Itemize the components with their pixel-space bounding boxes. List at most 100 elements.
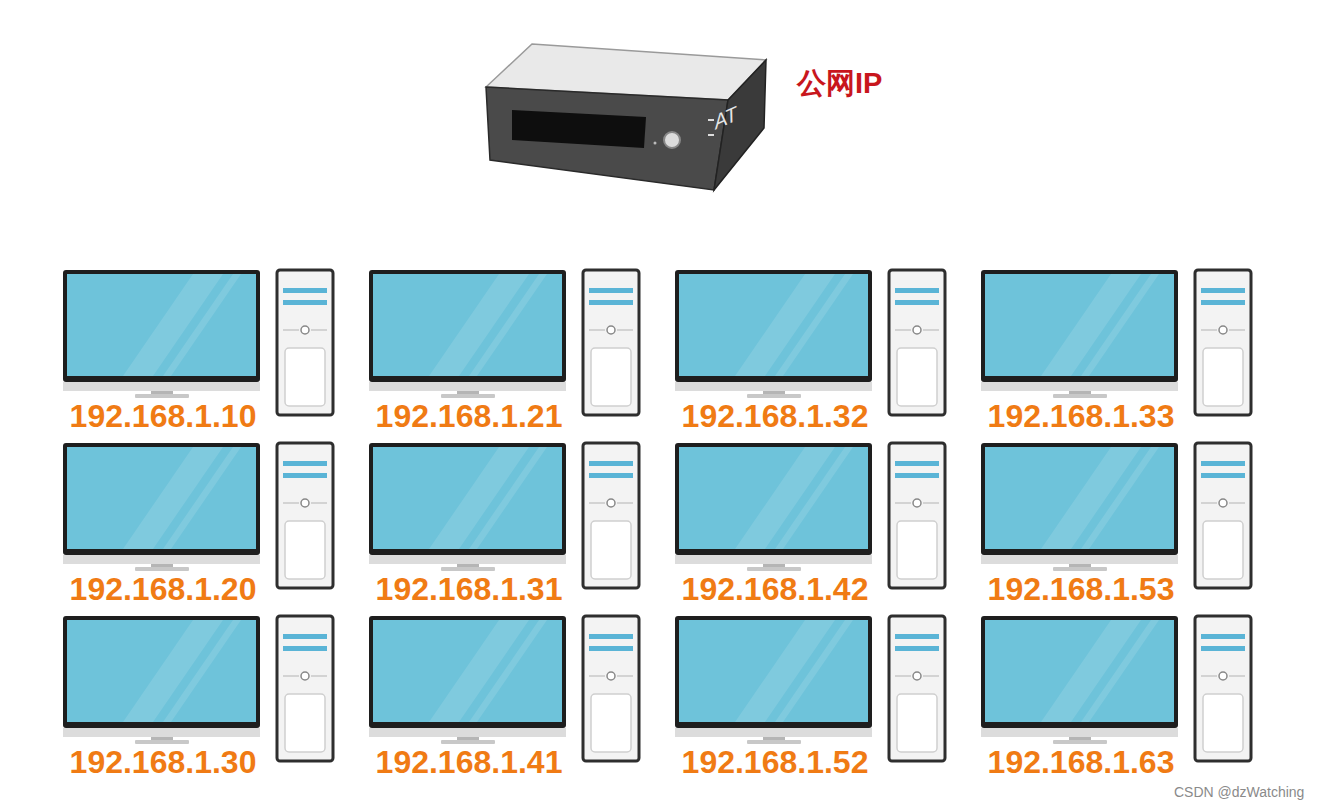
tower-line <box>617 329 633 331</box>
tower-button <box>301 672 309 680</box>
ip-address: 192.168.1.33 <box>941 400 1221 432</box>
tower-case <box>583 270 639 415</box>
tower-button <box>301 499 309 507</box>
computer <box>981 270 1251 415</box>
tower-line <box>895 502 911 504</box>
tower-line <box>895 675 911 677</box>
monitor-screen <box>67 620 256 722</box>
monitor-frame <box>63 616 260 728</box>
tower-button <box>1219 499 1227 507</box>
monitor-chin <box>369 555 566 564</box>
tower-panel <box>897 348 937 406</box>
tower-panel <box>591 348 631 406</box>
monitor-frame <box>981 443 1178 555</box>
ip-address: 192.168.1.53 <box>941 573 1221 605</box>
ip-address: 192.168.1.20 <box>23 573 303 605</box>
monitor-chin <box>981 555 1178 564</box>
tower-line <box>311 329 327 331</box>
monitor-frame <box>63 270 260 382</box>
monitor-chin <box>675 555 872 564</box>
screen-glare <box>163 274 241 376</box>
monitor-screen <box>679 274 868 376</box>
tower-panel <box>1203 348 1243 406</box>
tower-button <box>913 672 921 680</box>
tower-bay <box>895 646 939 651</box>
tower-bay <box>1201 300 1245 305</box>
tower-bay <box>895 473 939 478</box>
public-ip-label: 公网IP <box>797 67 882 99</box>
tower-line <box>1229 329 1245 331</box>
monitor-screen <box>373 620 562 722</box>
monitor-screen <box>67 447 256 549</box>
computer <box>369 616 639 761</box>
tower-bay <box>1201 473 1245 478</box>
monitor-frame <box>675 443 872 555</box>
tower-bay <box>1201 461 1245 466</box>
tower-bay <box>589 634 633 639</box>
tower-case <box>277 443 333 588</box>
screen-glare <box>735 447 835 549</box>
monitor-chin <box>675 382 872 391</box>
computer <box>369 443 639 588</box>
watermark: CSDN @dzWatching <box>1174 784 1304 800</box>
tower-panel <box>591 521 631 579</box>
computer <box>675 443 945 588</box>
tower-case <box>583 616 639 761</box>
screen-glare <box>429 274 529 376</box>
ip-address: 192.168.1.41 <box>329 746 609 778</box>
tower-case <box>277 270 333 415</box>
tower-line <box>895 329 911 331</box>
tower-panel <box>591 694 631 752</box>
tower-bay <box>589 646 633 651</box>
tower-panel <box>285 348 325 406</box>
tower-line <box>1229 502 1245 504</box>
monitor-screen <box>67 274 256 376</box>
screen-glare <box>429 620 529 722</box>
screen-glare <box>1041 447 1141 549</box>
tower-line <box>311 502 327 504</box>
computer <box>981 443 1251 588</box>
monitor-screen <box>985 620 1174 722</box>
screen-glare <box>1041 620 1141 722</box>
tower-bay <box>283 288 327 293</box>
tower-case <box>1195 443 1251 588</box>
ip-address: 192.168.1.52 <box>635 746 915 778</box>
tower-bay <box>283 461 327 466</box>
screen-glare <box>775 447 853 549</box>
screen-glare <box>163 447 241 549</box>
device-mark <box>708 134 714 136</box>
ip-address: 192.168.1.30 <box>23 746 303 778</box>
ip-address: 192.168.1.32 <box>635 400 915 432</box>
tower-button <box>1219 326 1227 334</box>
tower-panel <box>1203 521 1243 579</box>
monitor-base <box>441 567 495 571</box>
tower-case <box>889 443 945 588</box>
screen-glare <box>1081 274 1159 376</box>
tower-button <box>301 326 309 334</box>
tower-line <box>923 329 939 331</box>
device-front <box>486 87 728 190</box>
tower-case <box>277 616 333 761</box>
tower-line <box>617 502 633 504</box>
tower-bay <box>589 473 633 478</box>
tower-bay <box>895 300 939 305</box>
screen-glare <box>123 447 223 549</box>
tower-bay <box>1201 288 1245 293</box>
monitor-base <box>441 394 495 398</box>
monitor-base <box>747 394 801 398</box>
monitor-chin <box>369 728 566 737</box>
tower-button <box>913 499 921 507</box>
computer <box>675 616 945 761</box>
tower-bay <box>1201 646 1245 651</box>
tower-line <box>283 329 299 331</box>
monitor-screen <box>373 447 562 549</box>
tower-bay <box>283 300 327 305</box>
tower-case <box>1195 616 1251 761</box>
tower-panel <box>285 694 325 752</box>
computers <box>63 270 1251 761</box>
computer <box>63 270 333 415</box>
device-slot <box>512 110 646 148</box>
tower-bay <box>589 461 633 466</box>
power-button <box>664 132 680 148</box>
tower-bay <box>589 300 633 305</box>
